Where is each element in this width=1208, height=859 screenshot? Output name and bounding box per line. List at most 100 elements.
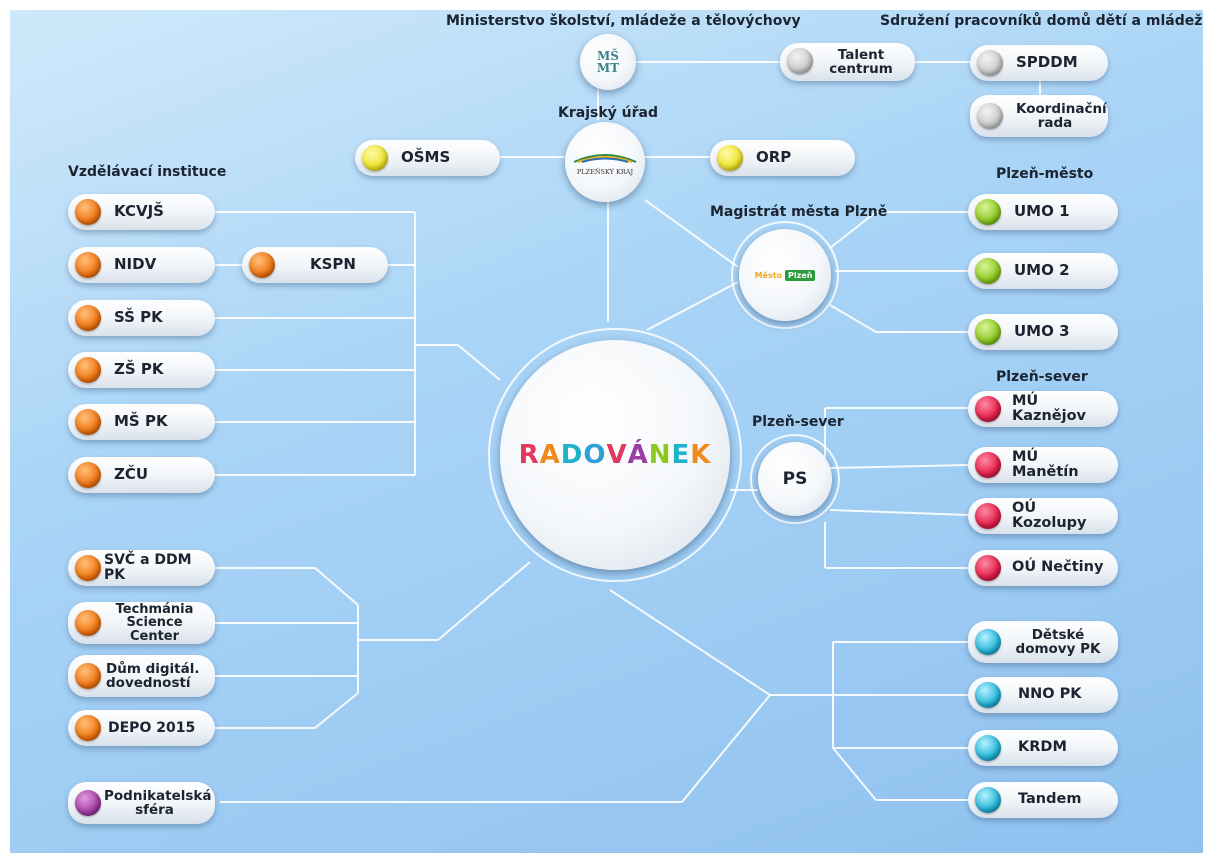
node-umo-1: UMO 1 <box>968 194 1118 230</box>
node-talent-centrum: Talent centrum <box>780 43 915 81</box>
node-label: Tandem <box>1018 791 1082 808</box>
node-dot <box>975 319 1001 345</box>
node-label: Talent centrum <box>829 46 893 77</box>
node-label-line-2: domovy PK <box>1015 641 1101 657</box>
msmt-logo: MŠ MT <box>597 50 619 74</box>
logo-letter: K <box>690 440 712 470</box>
node-dot <box>75 409 101 435</box>
logo-letter: R <box>518 440 540 470</box>
node-label-line-1: Dům digitál. <box>106 660 200 677</box>
node-dot <box>75 790 101 816</box>
node-dot <box>75 357 101 383</box>
connector-lines <box>215 61 1041 803</box>
center-ring <box>488 328 742 582</box>
node-ou-kozolupy: OÚ Kozolupy <box>968 498 1118 534</box>
node-label: KSPN <box>310 255 356 274</box>
node-orp: ORP <box>710 140 855 176</box>
node-svc-ddm-pk: SVČ a DDM PK <box>68 550 215 586</box>
node-dum-digital: Dům digitál. dovedností <box>68 655 215 697</box>
node-label: UMO 2 <box>1014 261 1070 280</box>
node-dot <box>975 682 1001 708</box>
node-osms: OŠMS <box>355 140 500 176</box>
node-depo-2015: DEPO 2015 <box>68 710 215 746</box>
node-label-line-1: Techmánia <box>115 601 194 617</box>
node-dot <box>977 103 1003 129</box>
magistrat-ring <box>731 221 839 329</box>
node-dot <box>717 145 743 171</box>
node-ms-pk: MŠ PK <box>68 404 215 440</box>
logo-letter: A <box>539 440 561 470</box>
ps-label: PS <box>782 469 808 489</box>
kraj-logo-text: PLZEŇSKÝ KRAJ <box>576 167 634 176</box>
node-label: UMO 1 <box>1014 202 1070 221</box>
node-label: KRDM <box>1018 739 1067 756</box>
mesto-text: Město <box>754 270 783 280</box>
heading-plzen-sever-circle: Plzeň-sever <box>752 414 844 430</box>
heading-magistrat: Magistrát města Plzně <box>710 204 888 220</box>
radovanek-logo: RADOVÁNEK <box>519 440 712 470</box>
node-label: OÚ Nečtiny <box>1012 559 1104 576</box>
msmt-logo-top: MŠ <box>597 49 619 63</box>
node-ss-pk: SŠ PK <box>68 300 215 336</box>
node-label: DEPO 2015 <box>108 719 196 736</box>
node-kcvjs: KCVJŠ <box>68 194 215 230</box>
node-label-line-2: Science Center <box>126 615 183 644</box>
msmt-logo-circle: MŠ MT <box>580 34 636 90</box>
logo-letter: E <box>671 440 691 470</box>
logo-letter: N <box>648 440 672 470</box>
node-mu-manetin: MÚ Manětín <box>968 447 1118 483</box>
node-dot <box>975 735 1001 761</box>
heading-vzdelavaci: Vzdělávací instituce <box>68 164 227 180</box>
node-dot <box>975 629 1001 655</box>
node-label: NNO PK <box>1018 686 1082 703</box>
node-umo-3: UMO 3 <box>968 314 1118 350</box>
node-dot <box>75 715 101 741</box>
node-dot <box>975 396 1001 422</box>
node-label: KCVJŠ <box>114 202 164 221</box>
node-label: SPDDM <box>1016 53 1078 72</box>
msmt-logo-bottom: MT <box>596 61 620 75</box>
node-mu-kaznejov: MÚ Kaznějov <box>968 391 1118 427</box>
node-label: ORP <box>756 148 792 167</box>
node-zs-pk: ZŠ PK <box>68 352 215 388</box>
node-dot <box>75 555 101 581</box>
node-nidv: NIDV <box>68 247 215 283</box>
node-zcu: ZČU <box>68 457 215 493</box>
center-logo-circle: RADOVÁNEK <box>500 340 730 570</box>
plzen-text: Plzeň <box>785 269 816 281</box>
mesto-plzen-logo: Město Plzeň <box>754 269 816 281</box>
node-label-line-2: sféra <box>135 802 174 818</box>
node-detske-domovy: Dětské domovy PK <box>968 621 1118 663</box>
node-label: UMO 3 <box>1014 322 1070 341</box>
node-dot <box>75 663 101 689</box>
node-label: OÚ Kozolupy <box>1012 499 1087 531</box>
kraj-logo: PLZEŇSKÝ KRAJ <box>572 149 638 176</box>
node-ou-nectiny: OÚ Nečtiny <box>968 550 1118 586</box>
ps-ring <box>750 434 840 524</box>
node-dot <box>787 48 813 74</box>
heading-kraj: Krajský úřad <box>558 105 658 121</box>
logo-letter: V <box>606 440 628 470</box>
node-krdm: KRDM <box>968 730 1118 766</box>
heading-plzen-sever-group: Plzeň-sever <box>996 369 1088 385</box>
node-dot <box>975 258 1001 284</box>
node-label: SVČ a DDM PK <box>104 552 192 583</box>
node-label: OŠMS <box>401 148 451 167</box>
node-dot <box>75 305 101 331</box>
logo-letter: O <box>583 440 607 470</box>
kraj-logo-circle: PLZEŇSKÝ KRAJ <box>565 122 645 202</box>
node-label: Dům digitál. dovedností <box>106 662 200 690</box>
logo-letter: D <box>560 440 584 470</box>
heading-spddm: Sdružení pracovníků domů dětí a mládeže <box>880 13 1203 29</box>
node-label: MŠ PK <box>114 412 168 431</box>
node-label: Techmánia Science Center <box>104 601 205 644</box>
node-dot <box>75 610 101 636</box>
node-dot <box>975 452 1001 478</box>
node-koordinacni-rada: Koordinační rada <box>970 95 1108 137</box>
node-dot <box>75 252 101 278</box>
node-dot <box>975 787 1001 813</box>
node-dot <box>977 50 1003 76</box>
logo-letter: Á <box>627 440 649 470</box>
node-label: MÚ Kaznějov <box>1012 392 1087 424</box>
node-nno-pk: NNO PK <box>968 677 1118 713</box>
